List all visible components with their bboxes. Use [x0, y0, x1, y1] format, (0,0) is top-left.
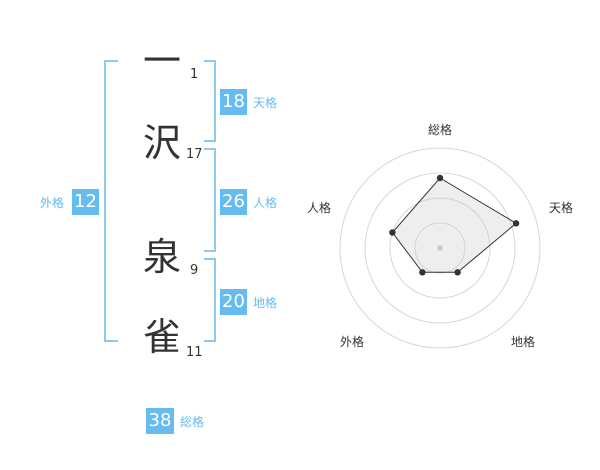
radar-point-1 [512, 220, 520, 227]
stroke-count-4: 11 [186, 345, 203, 360]
radar-ring-1 [414, 222, 466, 274]
so-label: 総格 [180, 415, 205, 429]
radar-axis-label-ten: 天格 [549, 201, 574, 215]
radar-point-2 [454, 269, 461, 276]
radar-point-4 [389, 229, 396, 236]
radar-ring-3 [364, 172, 516, 324]
radar-axis-label-jin: 人格 [307, 201, 332, 215]
gai-bracket [104, 60, 118, 342]
radar-ring-4 [339, 147, 541, 349]
name-char-1: 一 [142, 39, 181, 83]
radar-point-3 [419, 269, 426, 276]
gai-label: 外格 [40, 196, 65, 210]
jin-value: 26 [220, 189, 247, 215]
name-char-3: 泉 [142, 235, 181, 279]
radar-axis-label-chi: 地格 [511, 335, 536, 349]
ten-bracket [204, 60, 216, 142]
stroke-count-2: 17 [186, 147, 203, 162]
stroke-count-3: 9 [190, 263, 199, 278]
radar-ring-2 [389, 197, 491, 299]
chi-bracket [204, 258, 216, 342]
so-value: 38 [146, 408, 174, 434]
radar-center [437, 245, 443, 251]
radar-axis-label-gai: 外格 [340, 335, 365, 349]
ten-value: 18 [220, 89, 247, 115]
name-char-4: 雀 [142, 315, 181, 359]
gai-value: 12 [72, 189, 99, 215]
jin-label: 人格 [253, 196, 278, 210]
chi-label: 地格 [253, 296, 278, 310]
radar-series-polygon [391, 177, 517, 273]
stroke-count-1: 1 [190, 67, 199, 82]
name-char-2: 沢 [142, 121, 181, 165]
jin-bracket [204, 148, 216, 252]
radar-point-0 [436, 174, 444, 182]
ten-label: 天格 [253, 96, 278, 110]
radar-axis-label-so: 総格 [428, 123, 453, 137]
chi-value: 20 [220, 289, 247, 315]
